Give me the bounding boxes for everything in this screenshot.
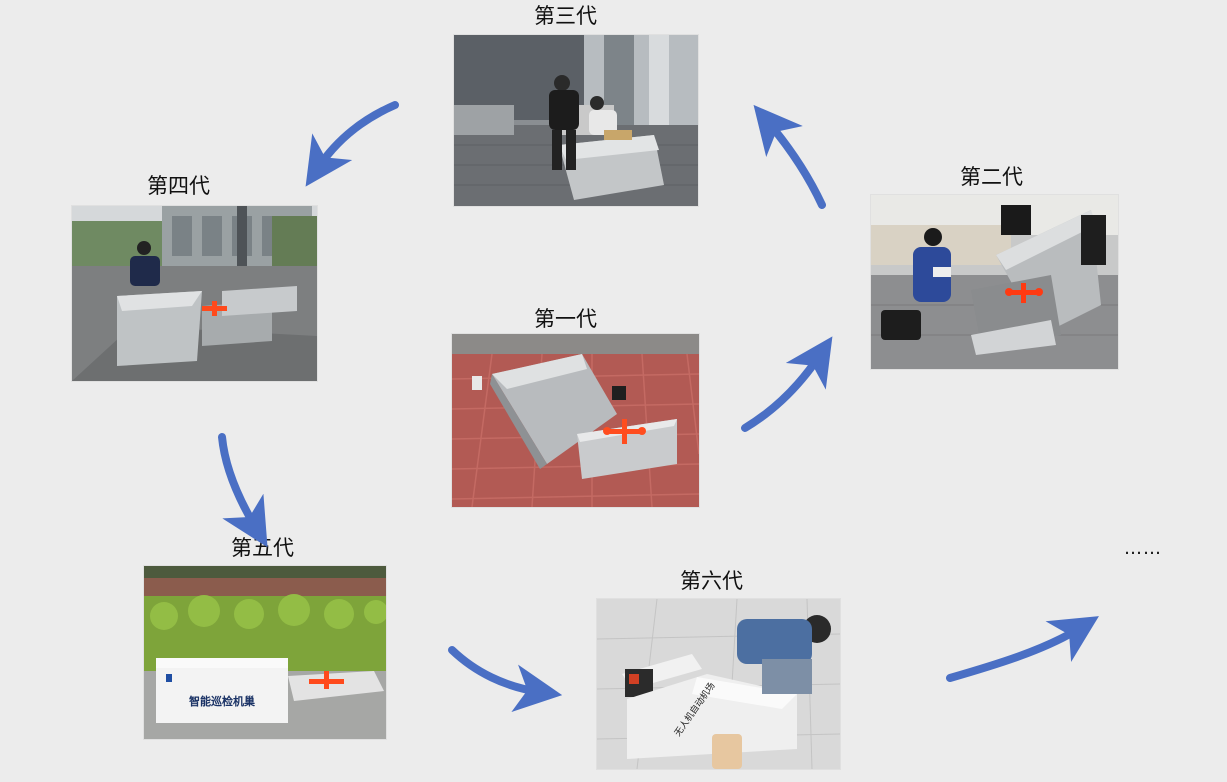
gen2-label: 第二代 [960, 165, 1023, 189]
gen-5-photo: 智能巡检机巢 [144, 566, 386, 739]
gen-2-photo [871, 195, 1118, 369]
gen4-label: 第四代 [147, 174, 210, 198]
gen3-label: 第三代 [534, 4, 597, 28]
arrow-gen5-to-gen6 [448, 646, 563, 713]
gen-4-photo [72, 206, 317, 381]
gen1-label: 第一代 [534, 307, 597, 331]
arrow-gen2-to-gen3 [753, 104, 826, 209]
continuation-ellipsis: …… [1124, 538, 1162, 559]
gen-1-photo [452, 334, 699, 507]
gen6-label: 第六代 [680, 569, 743, 593]
gen5-box-text: 智能巡检机巢 [189, 694, 256, 708]
arrow-gen3-to-gen4 [305, 101, 399, 187]
gen5-label: 第五代 [231, 536, 294, 560]
gen-3-photo [454, 35, 698, 206]
arrow-gen1-to-gen2 [741, 336, 833, 432]
arrow-gen4-to-gen5 [218, 433, 268, 548]
arrow-gen6-to-next [946, 616, 1099, 682]
gen-6-photo: 无人机自动机场 [597, 599, 840, 769]
